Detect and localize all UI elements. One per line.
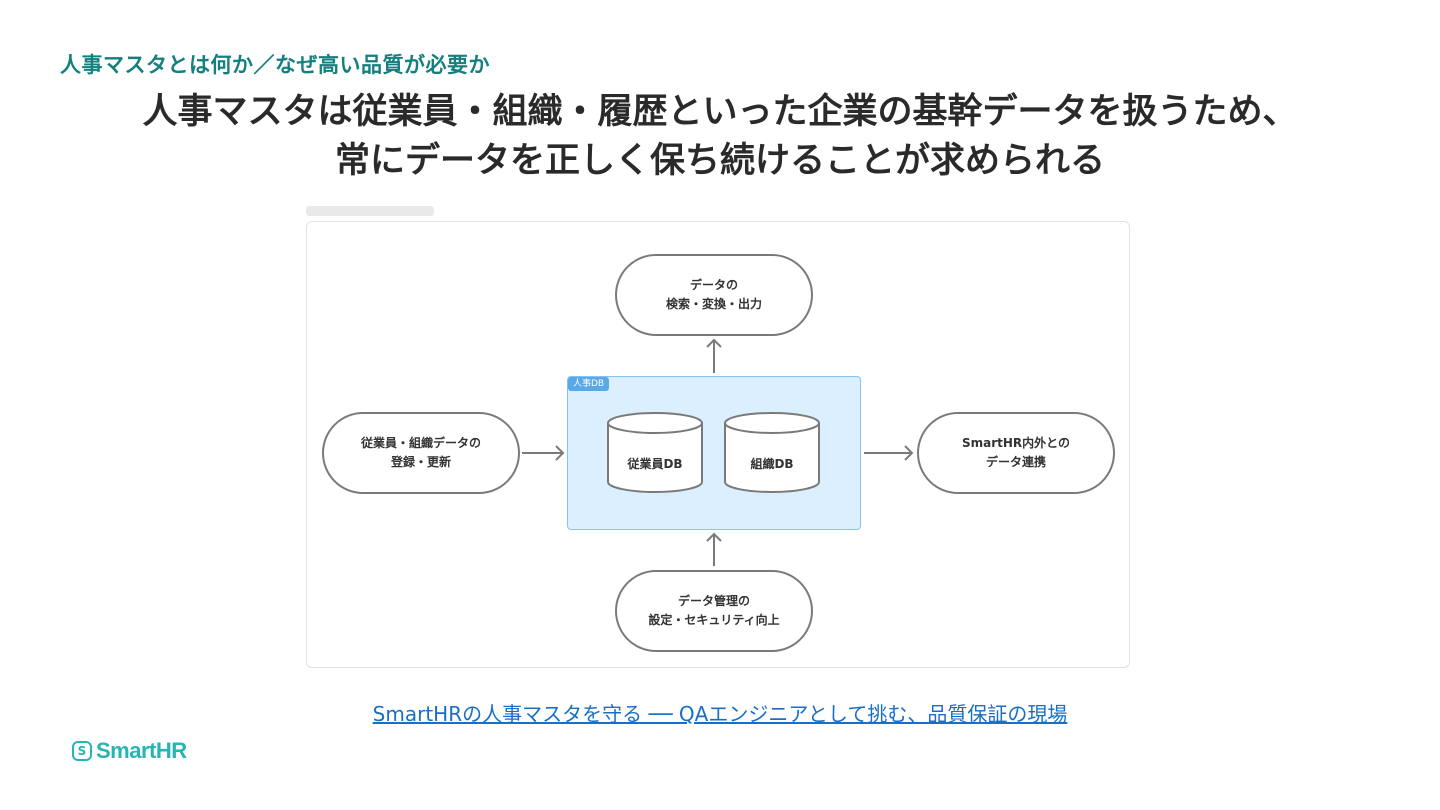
node-settings-security: データ管理の 設定・セキュリティ向上 (615, 570, 813, 652)
node-line: データ管理の (677, 594, 750, 608)
node-line: SmartHR内外との (961, 436, 1071, 450)
node-line: データ連携 (985, 455, 1046, 469)
node-line: 登録・更新 (390, 455, 451, 469)
db-org-label: 組織DB (750, 457, 794, 471)
smarthr-logo-icon: S (72, 741, 92, 761)
page-title-line-1: 人事マスタは従業員・組織・履歴といった企業の基幹データを扱うため、 (142, 92, 1298, 132)
source-article-link[interactable]: SmartHRの人事マスタを守る ── QAエンジニアとして挑む、品質保証の現場 (372, 702, 1068, 726)
figure-tag (306, 206, 434, 216)
page-title-line-2: 常にデータを正しく保ち続けることが求められる (334, 141, 1105, 181)
db-employee-label: 従業員DB (627, 457, 683, 471)
node-data-integration: SmartHR内外との データ連携 (917, 412, 1115, 494)
smarthr-logo: S SmartHR (72, 738, 187, 764)
node-line: 従業員・組織データの (360, 436, 481, 450)
db-group (567, 376, 861, 530)
section-label: 人事マスタとは何か／なぜ高い品質が必要か (60, 53, 490, 77)
node-line: データの (689, 278, 738, 292)
node-search-convert-output: データの 検索・変換・出力 (615, 254, 813, 336)
node-register-update: 従業員・組織データの 登録・更新 (322, 412, 520, 494)
node-line: 検索・変換・出力 (665, 297, 762, 311)
page-title: 人事マスタは従業員・組織・履歴といった企業の基幹データを扱うため、 常にデータを… (0, 88, 1440, 186)
db-group-label: 人事DB (568, 377, 610, 391)
logo-text: SmartHR (96, 738, 187, 763)
node-line: 設定・セキュリティ向上 (648, 613, 780, 627)
